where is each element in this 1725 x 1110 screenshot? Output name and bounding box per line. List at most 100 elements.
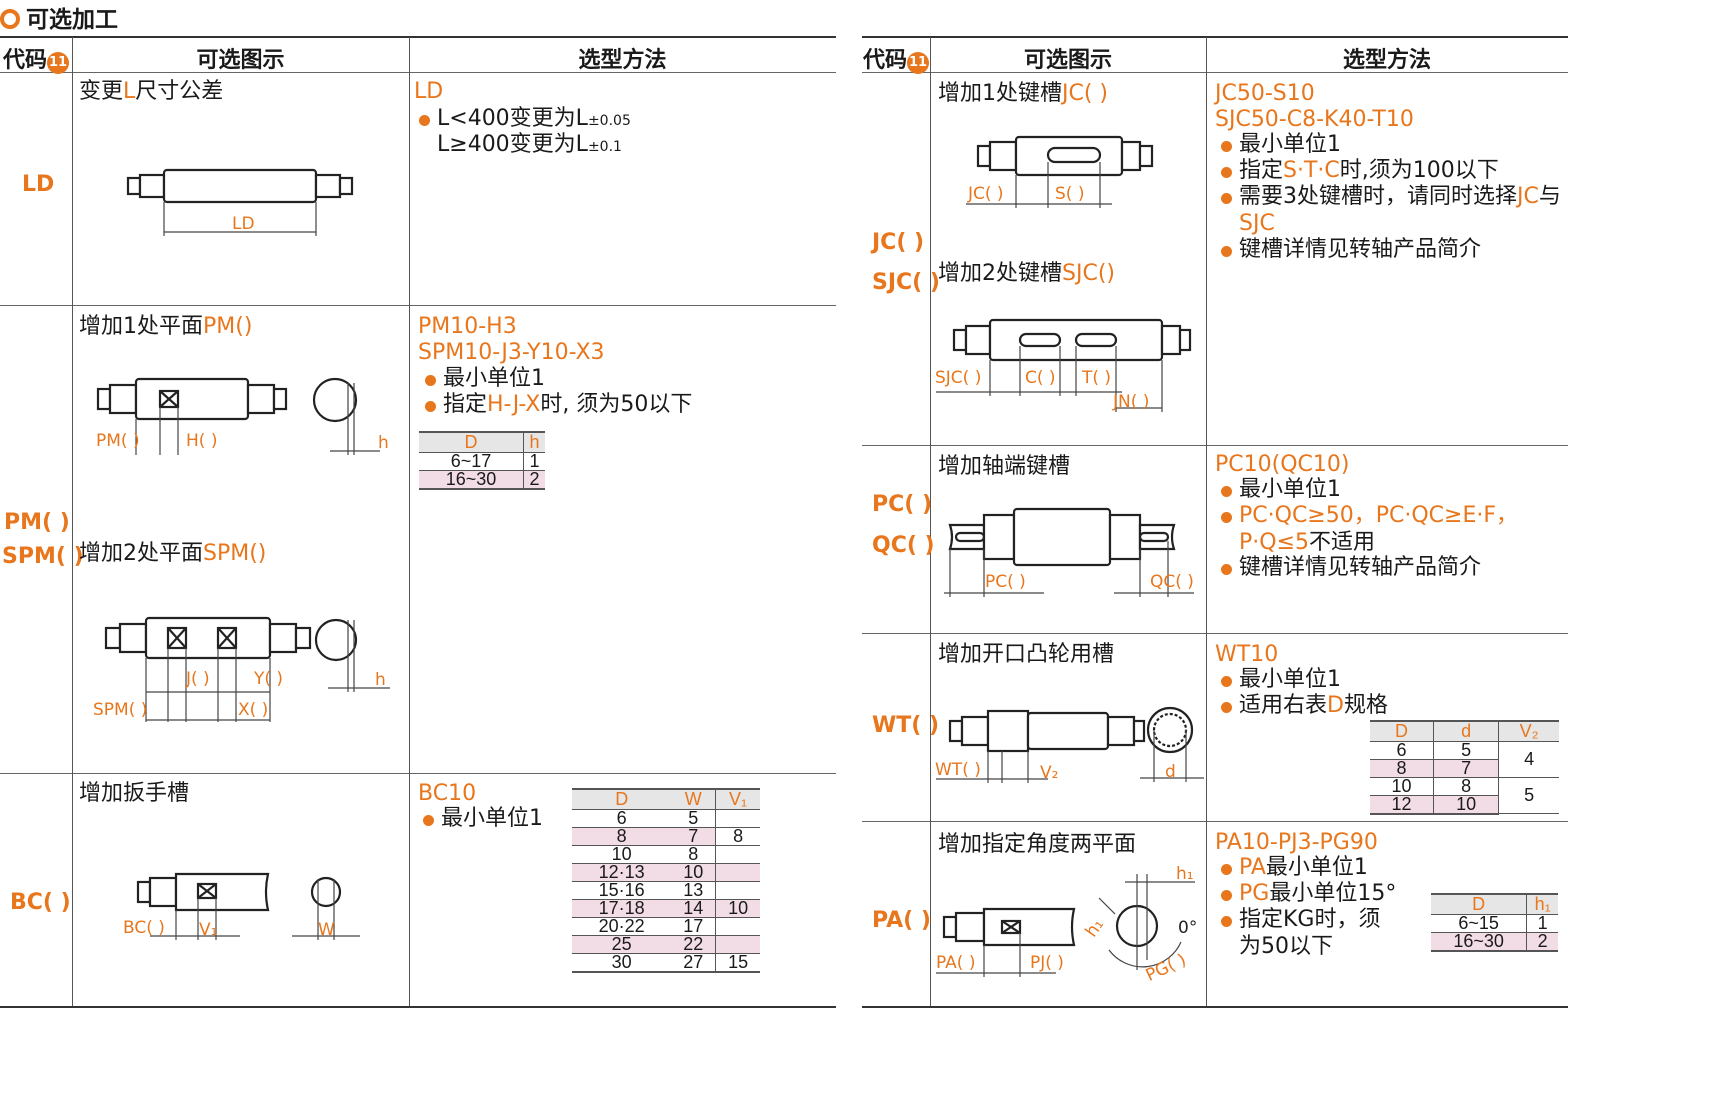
dim-h: h (378, 433, 389, 453)
dim-c: C( ) (1025, 368, 1056, 388)
pa-bullet-2: PG最小单位15° (1220, 881, 1397, 906)
code-ld: LD (22, 172, 55, 197)
pc-bullet-1: 最小单位1 (1221, 477, 1341, 502)
pm-method-code-2: SPM10-J3-Y10-X3 (418, 340, 605, 365)
pm-method-code-1: PM10-H3 (418, 314, 517, 339)
dim-w: W (318, 920, 335, 940)
right-header-method: 选型方法 (1342, 48, 1431, 73)
code-jc: JC( ) (872, 230, 925, 255)
pm-fig1-title: 增加1处平面PM() (79, 314, 253, 339)
right-row-rule-3 (862, 821, 1568, 822)
dim-jn: JN( ) (1113, 392, 1150, 412)
jc-bullet-3: 需要3处键槽时，请同时选择JC与 (1221, 184, 1561, 209)
dim-d: d (1165, 762, 1176, 782)
right-row-rule-2 (862, 633, 1568, 634)
dim-h-2: h (375, 670, 386, 690)
pc-bullet-3: 键槽详情见转轴产品简介 (1220, 555, 1482, 580)
dim-wt: WT( ) (935, 760, 981, 780)
pa-method-code: PA10-PJ3-PG90 (1215, 830, 1378, 855)
pa-bullet-3: 指定KG时，须 (1220, 907, 1381, 932)
pa-bullet-3-cont: 为50以下 (1239, 934, 1333, 959)
pa-bullet-1: PA最小单位1 (1221, 855, 1368, 880)
jc-bullet-2: 指定S·T·C时,须为100以下 (1221, 158, 1499, 183)
dim-pj: PJ( ) (1030, 953, 1064, 973)
pc-method-code: PC10(QC10) (1215, 452, 1350, 477)
left-bottom-rule (0, 1006, 836, 1008)
code-pa: PA( ) (872, 908, 931, 933)
ld-line-2: L≥400变更为L±0.1 (437, 132, 622, 157)
pm-bullet-1: 最小单位1 (425, 366, 545, 391)
shaft-section-pa (1098, 874, 1195, 970)
wt-bullet-1: 最小单位1 (1221, 667, 1341, 692)
shaft-drawing-pa (936, 907, 1076, 977)
ld-bullet-1: L<400变更为L±0.05 (419, 106, 631, 131)
dim-pc: PC( ) (985, 572, 1026, 592)
ld-method-code: LD (414, 79, 444, 104)
shaft-drawing-spm (104, 616, 390, 722)
pa-fig-title: 增加指定角度两平面 (938, 832, 1137, 857)
dim-jc: JC( ) (968, 184, 1004, 204)
right-header-figure: 可选图示 (1023, 48, 1112, 73)
bc-method-code: BC10 (418, 781, 477, 806)
shaft-drawing-wt (936, 709, 1146, 783)
dim-pm: PM( ) (96, 431, 140, 451)
jc-bullet-3-cont: SJC (1239, 211, 1275, 236)
dim-y: Y( ) (254, 669, 284, 689)
right-top-rule (862, 36, 1568, 38)
code-bc: BC( ) (10, 890, 71, 915)
pm-bullet-2: 指定H-J-X时, 须为50以下 (424, 392, 693, 417)
pc-bullet-2-cont: P·Q≤5不适用 (1239, 530, 1376, 555)
shaft-drawing-ld (126, 168, 354, 236)
jc-fig2-title: 增加2处键槽SJC() (938, 261, 1115, 286)
shaft-drawing-bc (136, 872, 360, 940)
right-col-line-2 (1206, 37, 1207, 1006)
right-bottom-rule (862, 1006, 1568, 1008)
bc-bullet-1: 最小单位1 (423, 806, 543, 831)
pc-bullet-2: PC·QC≥50，PC·QC≥E·F， (1220, 503, 1519, 528)
shaft-drawing-pc (944, 507, 1194, 597)
dim-spm: SPM( ) (93, 700, 148, 720)
bc-fig-title: 增加扳手槽 (79, 781, 190, 806)
code-qc: QC( ) (872, 533, 935, 558)
code-spm: SPM( ) (2, 544, 84, 569)
dim-t: T( ) (1082, 368, 1112, 388)
jc-method-code-1: JC50-S10 (1215, 81, 1315, 106)
right-col-line-1 (930, 37, 931, 1006)
dim-j: J( ) (186, 669, 210, 689)
left-col-line-2 (409, 37, 410, 1006)
left-header-figure: 可选图示 (196, 48, 285, 73)
section-title-text: 可选加工 (26, 7, 118, 33)
shaft-drawing-sjc (936, 318, 1192, 412)
badge-icon: 11 (47, 52, 69, 74)
dim-x: X( ) (238, 700, 269, 720)
jc-bullet-4: 键槽详情见转轴产品简介 (1220, 237, 1482, 262)
left-top-rule (0, 36, 836, 38)
left-col-line-1 (72, 37, 73, 1006)
wt-method-code: WT10 (1215, 642, 1279, 667)
shaft-drawing-pm (96, 377, 380, 455)
shaft-drawing-jc (966, 135, 1154, 208)
dim-sjc: SJC( ) (935, 368, 982, 388)
code-wt: WT( ) (872, 713, 940, 738)
shaft-section-wt (1140, 706, 1204, 782)
wt-fig-title: 增加开口凸轮用槽 (938, 642, 1115, 667)
dim-pa: PA( ) (936, 953, 976, 973)
ld-fig-title: 变更L尺寸公差 (79, 79, 224, 104)
dim-0-deg: 0° (1178, 918, 1198, 938)
dim-qc: QC( ) (1150, 572, 1194, 592)
dim-v1: V₁ (199, 920, 218, 940)
code-sjc: SJC( ) (872, 270, 940, 295)
dim-h1-top: h₁ (1176, 864, 1194, 884)
dim-bc: BC( ) (123, 918, 165, 938)
right-header-rule (862, 72, 1568, 73)
ring-icon (0, 9, 20, 29)
jc-fig1-title: 增加1处键槽JC( ) (938, 81, 1109, 106)
dim-s: S( ) (1055, 184, 1085, 204)
jc-bullet-1: 最小单位1 (1221, 132, 1341, 157)
section-title: 可选加工 (0, 0, 118, 34)
pm-fig2-title: 增加2处平面SPM() (79, 541, 267, 566)
